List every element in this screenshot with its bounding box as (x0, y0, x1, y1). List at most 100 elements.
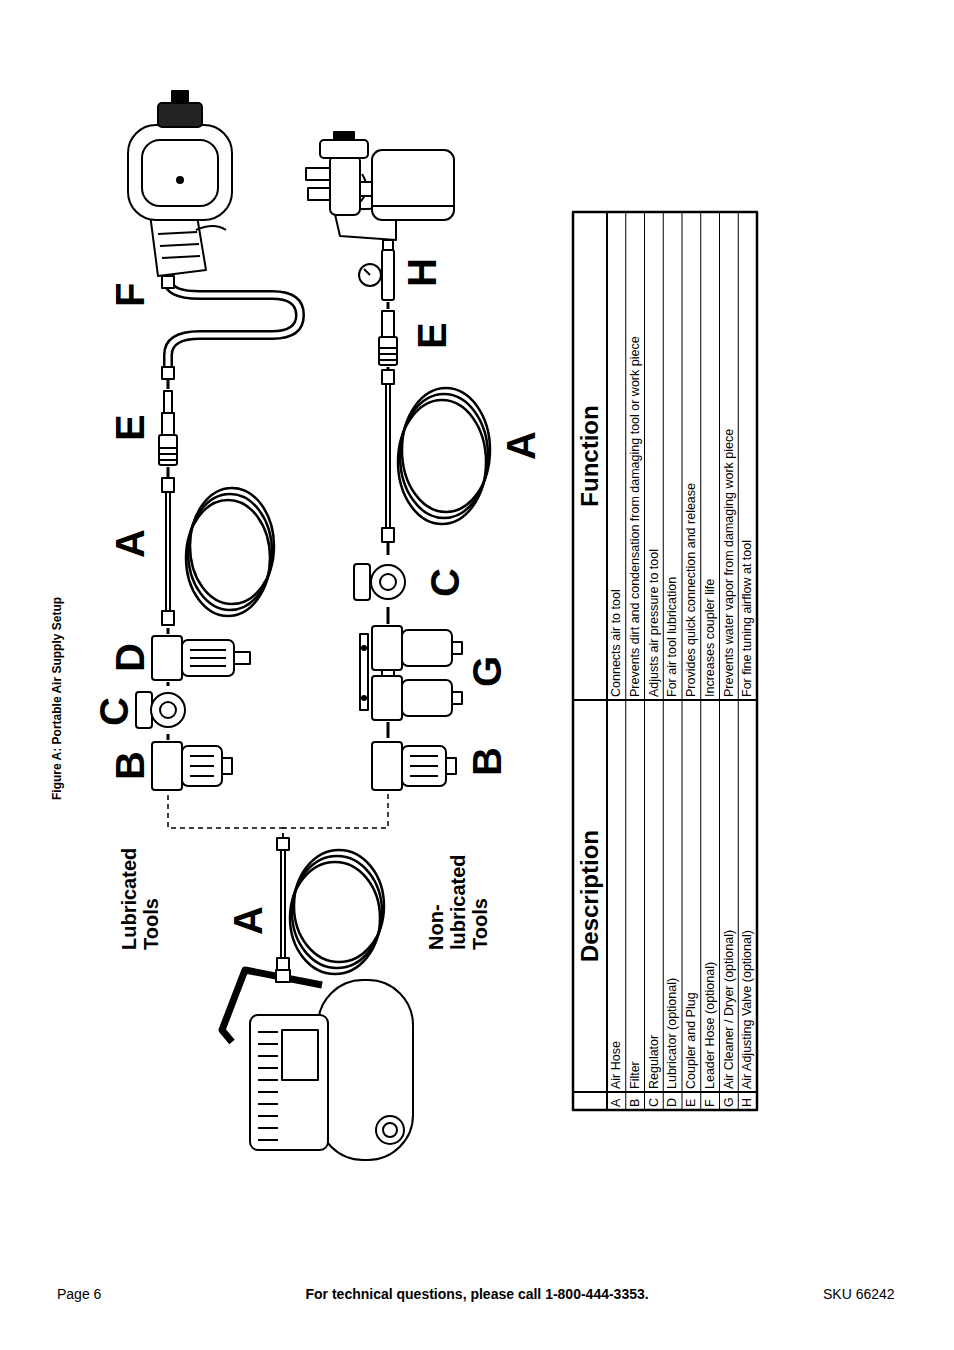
grip-lines (158, 232, 200, 258)
callout-letter: B (467, 747, 507, 776)
table-function: Connects air to tool (607, 589, 626, 697)
regulator-body (151, 693, 185, 727)
dryer-drain (452, 642, 462, 654)
fitting-link (387, 722, 390, 738)
table-letter: F (701, 1099, 720, 1107)
hose-fitting (162, 478, 174, 492)
bracket-screw (362, 696, 366, 700)
component-callout: H (360, 247, 444, 302)
fitting-link (167, 379, 170, 389)
gun-knob (306, 168, 330, 180)
dryer-drain (452, 692, 462, 704)
component-callout: E (110, 389, 200, 467)
figure-title: Figure A: Portable Air Supply Setup (50, 597, 64, 800)
component-callout: E (370, 309, 454, 367)
table-rule (606, 212, 608, 1110)
dryer-head (372, 626, 402, 670)
hose-fitting (162, 611, 174, 625)
group-label: Non-lubricated Tools (425, 854, 491, 950)
callout-letter: C (94, 697, 134, 726)
table-header: Description (573, 700, 607, 1092)
table-description: Air Cleaner / Dryer (optional) (720, 930, 739, 1089)
component-callout: A (110, 478, 275, 628)
gun-knob (308, 188, 330, 200)
component-callout: D (110, 634, 256, 682)
valve-body (382, 250, 394, 300)
fitting-link (167, 628, 170, 634)
callout-letter: E (110, 414, 150, 441)
table-description: Air Adjusting Valve (optional) (738, 930, 757, 1089)
footer-text: For technical questions, please call 1-8… (306, 1284, 649, 1304)
filter-drain (222, 758, 232, 774)
hose-coil (186, 488, 274, 616)
table-description: Leader Hose (optional) (701, 962, 720, 1089)
table-description: Air Hose (607, 1041, 626, 1089)
fitting-link (387, 367, 390, 370)
plug (382, 311, 394, 337)
hose (387, 370, 389, 542)
filter-head (152, 742, 182, 790)
hose (165, 478, 171, 625)
hose-coil (398, 388, 490, 524)
table-letter: H (738, 1098, 757, 1107)
dryer-head (372, 676, 402, 720)
group-label: Lubricated Tools (118, 848, 162, 950)
hose-fitting (277, 958, 289, 970)
rotated-sheet: Figure A: Portable Air Supply SetupABCDA… (0, 0, 954, 1270)
dryer-bowl (402, 680, 452, 716)
hose (385, 370, 391, 542)
callout-letter: B (110, 751, 150, 780)
gun-body (330, 155, 360, 215)
motor-plate (282, 1030, 318, 1080)
cup-lid (372, 205, 454, 207)
hose-coil (290, 850, 384, 974)
component-callout: F (110, 280, 310, 379)
compressor-motor (250, 1015, 328, 1150)
footer-text: Page 6 (57, 1284, 101, 1304)
filter-bowl (182, 746, 222, 786)
callout-letter: H (402, 258, 442, 287)
component-callout: A (228, 838, 393, 980)
coupler-knurl (159, 448, 177, 460)
wrench-screw (177, 177, 183, 183)
gauge-needle (364, 269, 370, 275)
page-footer: Page 6 For technical questions, please ca… (0, 1284, 954, 1308)
table-description: Regulator (645, 1035, 664, 1089)
plug (162, 413, 174, 435)
fitting-link (387, 542, 390, 555)
wrench-anvil (172, 91, 188, 103)
callout-letter: C (425, 568, 465, 597)
hose-fitting (277, 838, 289, 850)
wrench-body (142, 140, 218, 206)
component-callout: A (376, 370, 544, 542)
table-description: Filter (626, 1061, 645, 1089)
table-letter: E (682, 1099, 701, 1107)
filter-drain (446, 758, 456, 774)
wrench-nose (158, 103, 202, 127)
table-rule (573, 1091, 757, 1093)
component-callout: C (94, 686, 220, 734)
regulator-knob (136, 692, 152, 728)
component-callout: B (370, 738, 510, 792)
table-header: Function (573, 212, 607, 700)
lubricator-drain (234, 652, 250, 664)
regulator-knob (354, 564, 370, 600)
footer-text: SKU 66242 (823, 1284, 895, 1304)
dashed-branch (168, 792, 283, 838)
filter-bowl (402, 746, 446, 786)
dashed-branch (283, 792, 388, 838)
coupler (159, 435, 177, 465)
tank-drain (376, 1116, 404, 1144)
dryer-bracket (360, 634, 368, 710)
hose (282, 838, 284, 970)
table-function: Prevents dirt and condensation from dama… (626, 336, 645, 697)
table-function: Increases coupler life (701, 579, 720, 697)
fitting-link (387, 607, 390, 624)
gun-air-cap (334, 132, 354, 140)
callout-letter: A (228, 906, 268, 935)
gun-inlet (383, 240, 393, 250)
regulator-body (371, 565, 405, 599)
bowl-lines (190, 756, 214, 776)
bracket-screw (362, 646, 366, 650)
callout-letter: E (412, 322, 452, 349)
